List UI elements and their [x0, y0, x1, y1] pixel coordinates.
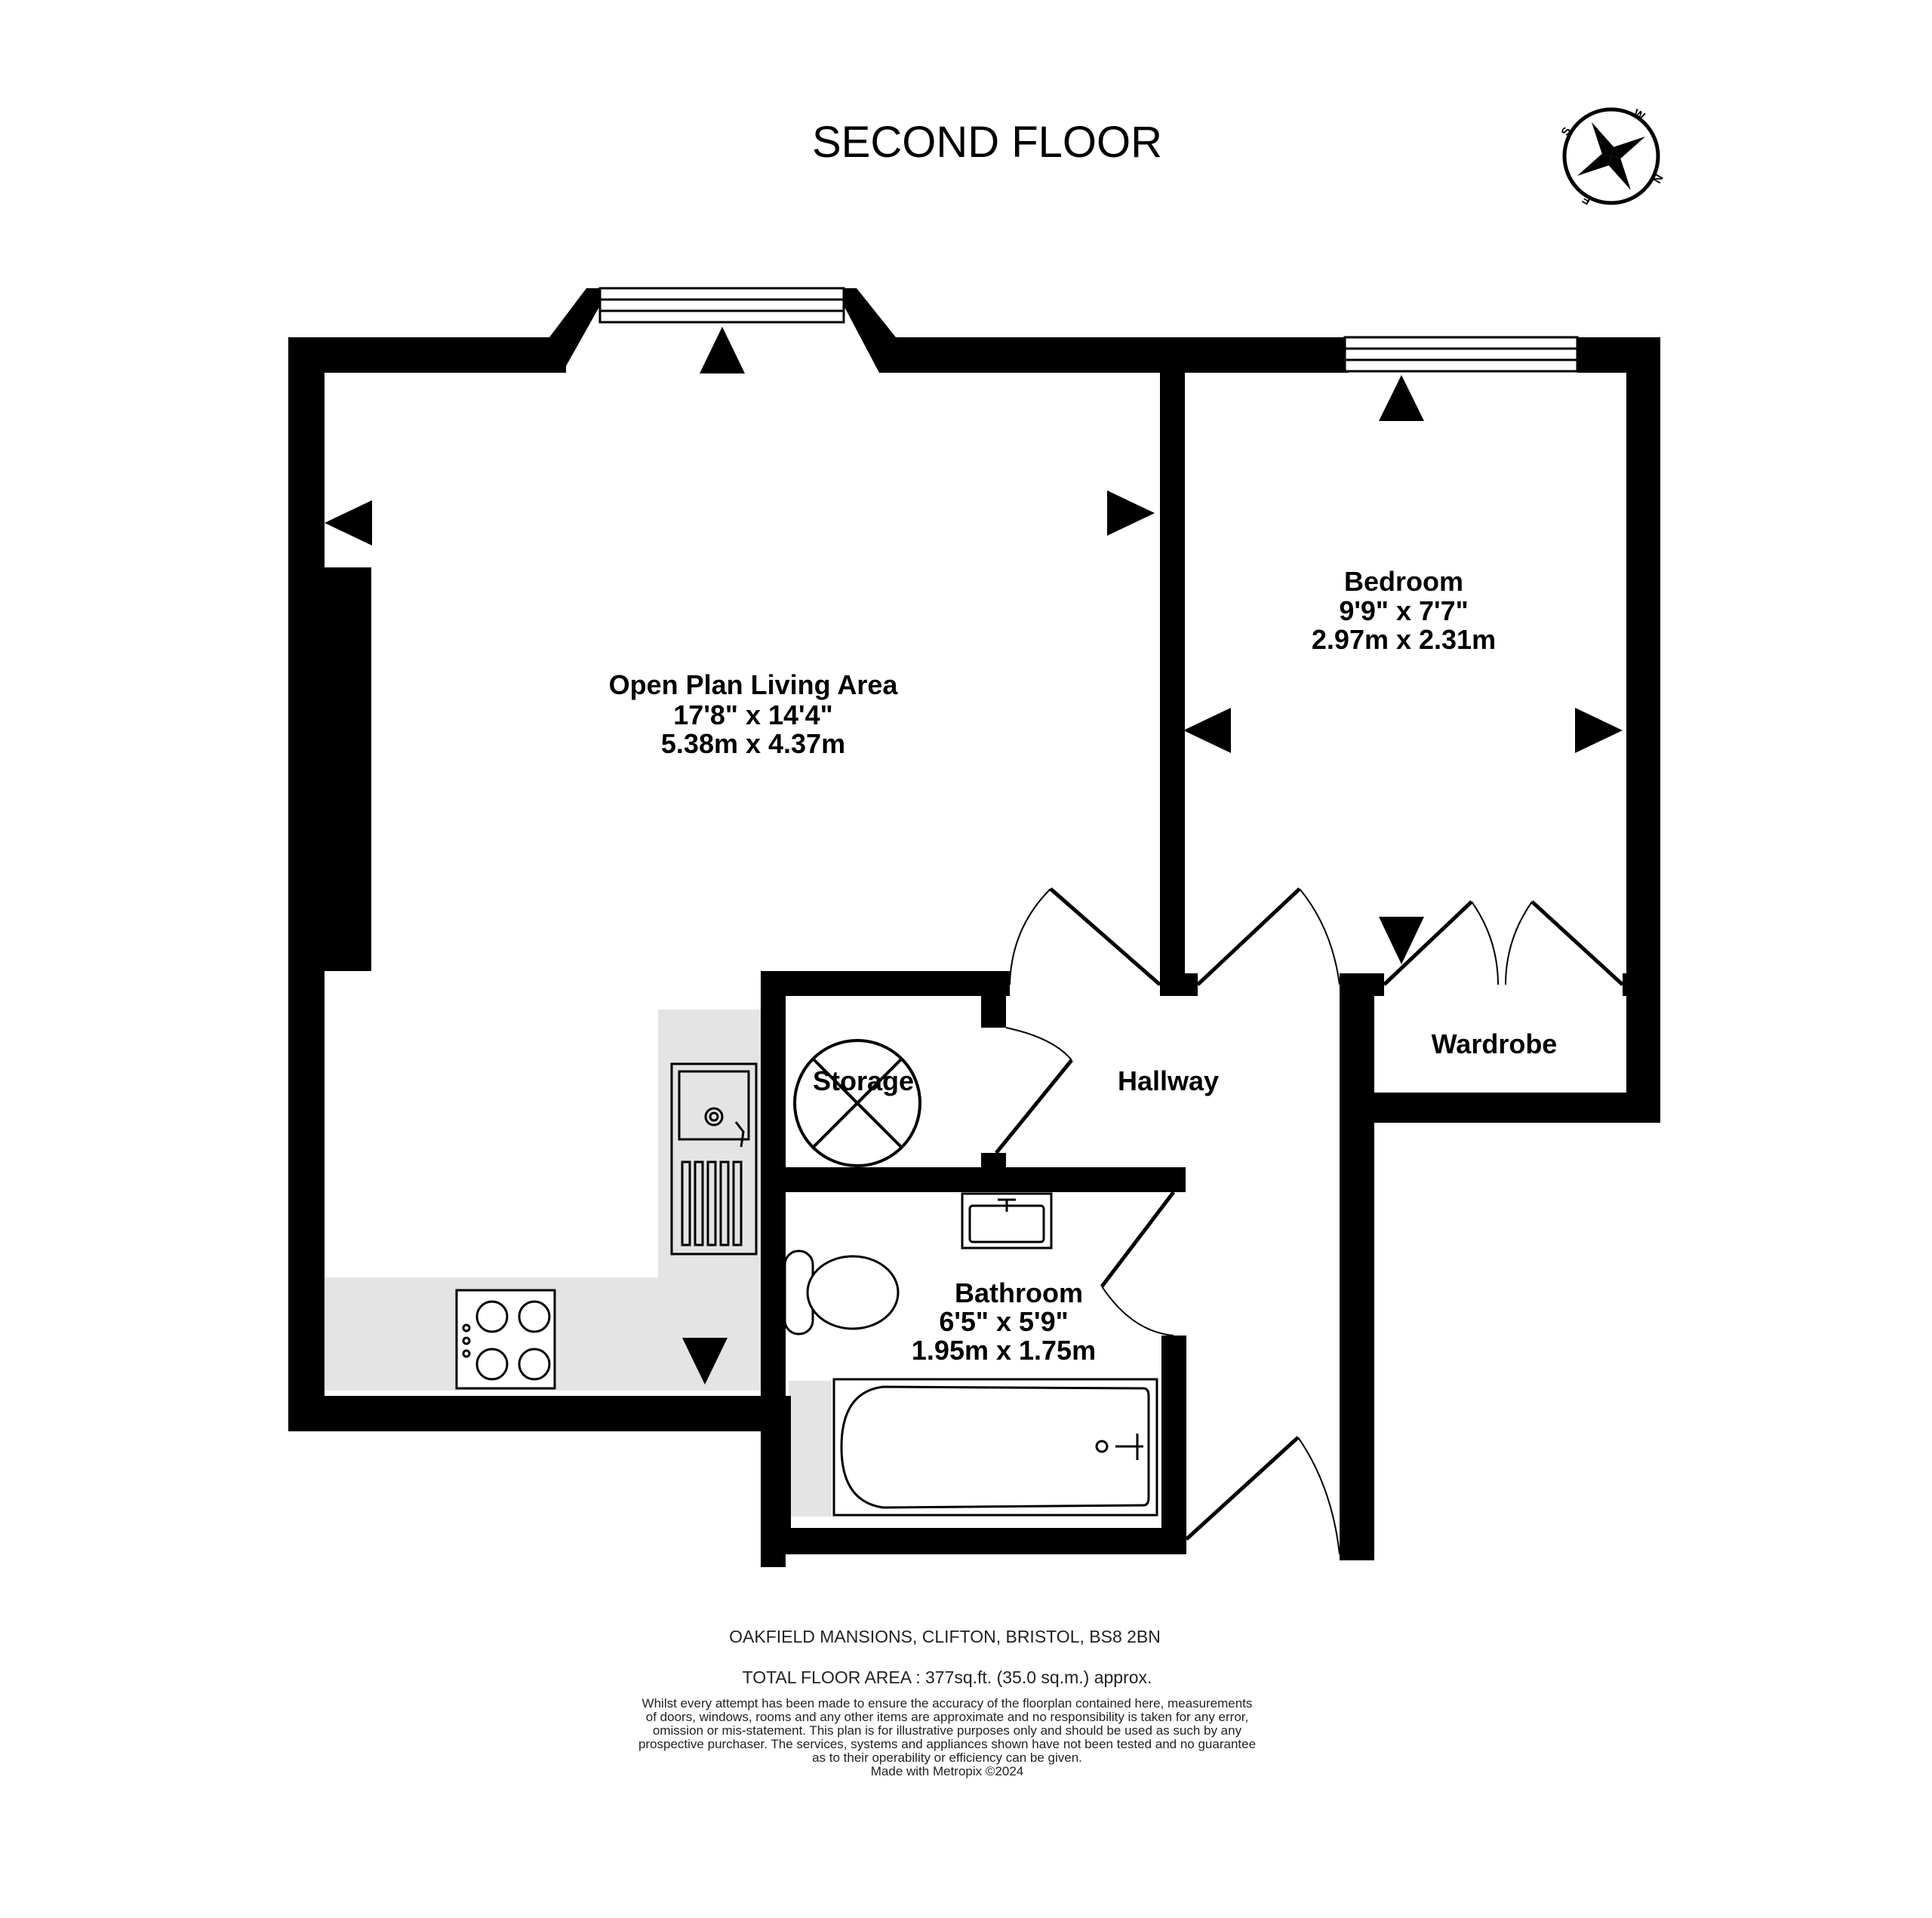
metropix-credit: Made with Metropix ©2024	[871, 1764, 1023, 1778]
storage-label: Storage	[813, 1065, 914, 1096]
floor-title: SECOND FLOOR	[812, 118, 1162, 167]
living-room-imperial: 17'8" x 14'4"	[673, 699, 832, 730]
photo-direction-markers	[325, 327, 1623, 1385]
basin-icon	[961, 1192, 1053, 1249]
wardrobe-label: Wardrobe	[1432, 1028, 1558, 1059]
bath-icon	[832, 1378, 1158, 1517]
toilet-icon	[783, 1249, 900, 1336]
storage-cylinder	[793, 1039, 921, 1167]
compass-label-w: W	[1631, 107, 1647, 124]
disclaimer-line: of doors, windows, rooms and any other i…	[646, 1710, 1248, 1724]
disclaimer: Whilst every attempt has been made to en…	[638, 1696, 1256, 1778]
doors	[995, 887, 1624, 1555]
hob-icon	[455, 1289, 556, 1390]
bedroom-imperial: 9'9" x 7'7"	[1339, 595, 1468, 626]
floor-area-text: TOTAL FLOOR AREA : 377sq.ft. (35.0 sq.m.…	[743, 1667, 1152, 1687]
bedroom-name: Bedroom	[1344, 566, 1463, 597]
bedroom-label: Bedroom 9'9" x 7'7" 2.97m x 2.31m	[1312, 566, 1496, 655]
disclaimer-line: omission or mis-statement. This plan is …	[653, 1723, 1242, 1738]
disclaimer-line: prospective purchaser. The services, sys…	[638, 1737, 1256, 1751]
living-room-name: Open Plan Living Area	[609, 669, 899, 700]
disclaimer-line: Whilst every attempt has been made to en…	[642, 1696, 1253, 1711]
compass-label-s: S	[1559, 125, 1574, 138]
bedroom-metric: 2.97m x 2.31m	[1312, 624, 1496, 655]
bathroom-imperial: 6'5" x 5'9"	[939, 1306, 1068, 1337]
living-window	[598, 287, 845, 324]
hallway-label: Hallway	[1118, 1065, 1219, 1096]
disclaimer-line: as to their operability or efficiency ca…	[812, 1750, 1082, 1765]
bathroom-name: Bathroom	[955, 1277, 1083, 1308]
living-room-metric: 5.38m x 4.37m	[661, 728, 845, 759]
walls	[288, 288, 1660, 1567]
compass-label-n: N	[1650, 172, 1665, 186]
bathroom-label: Bathroom 6'5" x 5'9" 1.95m x 1.75m	[912, 1277, 1096, 1366]
bathroom-metric: 1.95m x 1.75m	[912, 1335, 1096, 1366]
address-text: OAKFIELD MANSIONS, CLIFTON, BRISTOL, BS8…	[729, 1627, 1161, 1646]
bedroom-window	[1343, 336, 1579, 373]
compass-icon: S W N E	[1559, 107, 1666, 207]
kitchen-sink-icon	[670, 1062, 758, 1256]
living-room-label: Open Plan Living Area 17'8" x 14'4" 5.38…	[609, 669, 899, 759]
